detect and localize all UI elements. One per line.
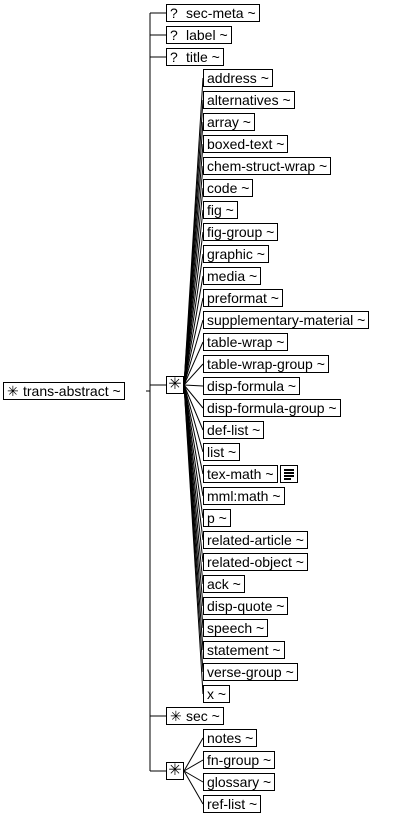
connector-line [183,341,204,386]
optional-icon: ? [170,5,178,21]
connector-line [183,384,204,409]
node-media[interactable]: media ~ [203,267,262,285]
node-boxed-text[interactable]: boxed-text ~ [203,135,289,153]
connector-line [183,770,204,805]
connector-line [183,275,204,386]
node-statement[interactable]: statement ~ [203,641,285,659]
root-label: trans-abstract ~ [23,383,121,399]
node-ack[interactable]: ack ~ [203,575,245,593]
node-disp-quote[interactable]: disp-quote ~ [203,597,289,615]
node-list[interactable]: list ~ [203,443,241,461]
node-ref-list[interactable]: ref-list ~ [203,795,262,813]
node-disp-formula-group[interactable]: disp-formula-group ~ [203,399,341,417]
node-disp-formula[interactable]: disp-formula ~ [203,377,301,395]
node-def-list[interactable]: def-list ~ [203,421,265,439]
node-title[interactable]: ?title ~ [166,48,224,66]
node-glossary[interactable]: glossary ~ [203,773,276,791]
root-node-trans-abstract[interactable]: ✳trans-abstract ~ [3,382,125,400]
node-graphic[interactable]: graphic ~ [203,245,269,263]
connector-line [183,384,204,475]
node-x[interactable]: x ~ [203,685,231,703]
node-table-wrap[interactable]: table-wrap ~ [203,333,289,351]
node-related-object[interactable]: related-object ~ [203,553,308,571]
node-fig[interactable]: fig ~ [203,201,238,219]
repeat-star-icon: ✳ [170,708,182,724]
documentation-icon[interactable] [280,465,298,483]
connector-line [183,759,204,772]
choice-group-icon-2[interactable]: ✳ [166,762,184,780]
node-alternatives[interactable]: alternatives ~ [203,91,295,109]
node-chem-struct-wrap[interactable]: chem-struct-wrap ~ [203,157,332,175]
connector-line [183,384,204,497]
node-verse-group[interactable]: verse-group ~ [203,663,298,681]
node-supplementary-material[interactable]: supplementary-material ~ [203,311,370,329]
node-fig-group[interactable]: fig-group ~ [203,223,279,241]
node-speech[interactable]: speech ~ [203,619,269,637]
connector-line [183,253,204,386]
connector-line [183,319,204,386]
node-address[interactable]: address ~ [203,69,273,87]
connector-line [183,384,204,431]
connector-line [183,770,204,783]
node-sec-meta[interactable]: ?sec-meta ~ [166,4,260,22]
connector-line [183,297,204,386]
node-related-article[interactable]: related-article ~ [203,531,308,549]
choice-group-icon[interactable]: ✳ [166,376,184,394]
node-table-wrap-group[interactable]: table-wrap-group ~ [203,355,329,373]
connector-line [183,384,204,695]
node-notes[interactable]: notes ~ [203,729,258,747]
node-code[interactable]: code ~ [203,179,254,197]
optional-icon: ? [170,49,178,65]
connector-line [183,363,204,386]
connector-line [183,231,204,386]
node-p[interactable]: p ~ [203,509,231,527]
node-sec[interactable]: ✳sec ~ [166,707,224,725]
connector-line [183,384,204,453]
node-tex-math[interactable]: tex-math ~ [203,465,278,483]
node-mml-math[interactable]: mml:math ~ [203,487,285,505]
node-array[interactable]: array ~ [203,113,255,131]
connector-line [183,737,204,772]
optional-icon: ? [170,27,178,43]
node-fn-group[interactable]: fn-group ~ [203,751,276,769]
connector-line [183,384,204,387]
node-preformat[interactable]: preformat ~ [203,289,283,307]
node-label[interactable]: ?label ~ [166,26,232,44]
repeat-star-icon: ✳ [7,383,19,399]
